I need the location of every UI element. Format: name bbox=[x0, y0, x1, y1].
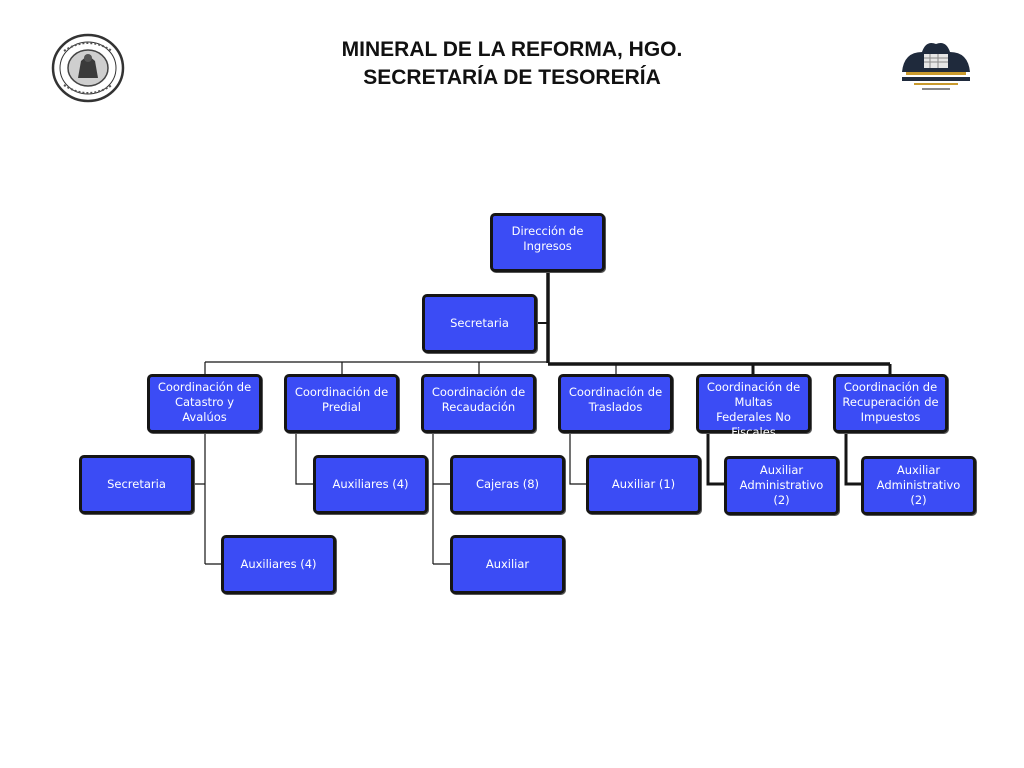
connector-catastro bbox=[193, 432, 222, 565]
node-multas-auxiliar-administrativo: Auxiliar Administrativo (2) bbox=[724, 456, 839, 515]
node-recaudacion-auxiliar: Auxiliar bbox=[450, 535, 565, 594]
node-catastro-secretaria: Secretaria bbox=[79, 455, 194, 514]
municipal-seal-icon bbox=[51, 33, 125, 103]
connector-multas bbox=[706, 432, 726, 486]
node-direccion-ingresos: Dirección de Ingresos bbox=[490, 213, 605, 272]
node-secretaria-direccion: Secretaria bbox=[422, 294, 537, 353]
node-coordinacion-catastro: Coordinación de Catastro y Avalúos bbox=[147, 374, 262, 433]
municipal-brand-logo bbox=[902, 43, 970, 90]
title-line-municipality: MINERAL DE LA REFORMA, HGO. bbox=[341, 38, 683, 61]
node-coordinacion-recuperacion: Coordinación de Recuperación de Impuesto… bbox=[833, 374, 948, 433]
node-coordinacion-recaudacion: Coordinación de Recaudación bbox=[421, 374, 536, 433]
node-coordinacion-predial: Coordinación de Predial bbox=[284, 374, 399, 433]
connector-recaudacion bbox=[432, 432, 451, 565]
node-coordinacion-multas: Coordinación de Multas Federales No Fisc… bbox=[696, 374, 811, 439]
connector-recuperacion bbox=[844, 432, 863, 486]
node-predial-auxiliares: Auxiliares (4) bbox=[313, 455, 428, 514]
node-recaudacion-cajeras: Cajeras (8) bbox=[450, 455, 565, 514]
connector-predial bbox=[295, 432, 315, 485]
connector-traslados bbox=[569, 432, 587, 485]
page-title: MINERAL DE LA REFORMA, HGO. SECRETARÍA D… bbox=[262, 36, 762, 92]
node-traslados-auxiliar: Auxiliar (1) bbox=[586, 455, 701, 514]
node-coordinacion-traslados: Coordinación de Traslados bbox=[558, 374, 673, 433]
node-recuperacion-auxiliar-administrativo: Auxiliar Administrativo (2) bbox=[861, 456, 976, 515]
node-catastro-auxiliares: Auxiliares (4) bbox=[221, 535, 336, 594]
title-line-department: SECRETARÍA DE TESORERÍA bbox=[363, 66, 661, 89]
